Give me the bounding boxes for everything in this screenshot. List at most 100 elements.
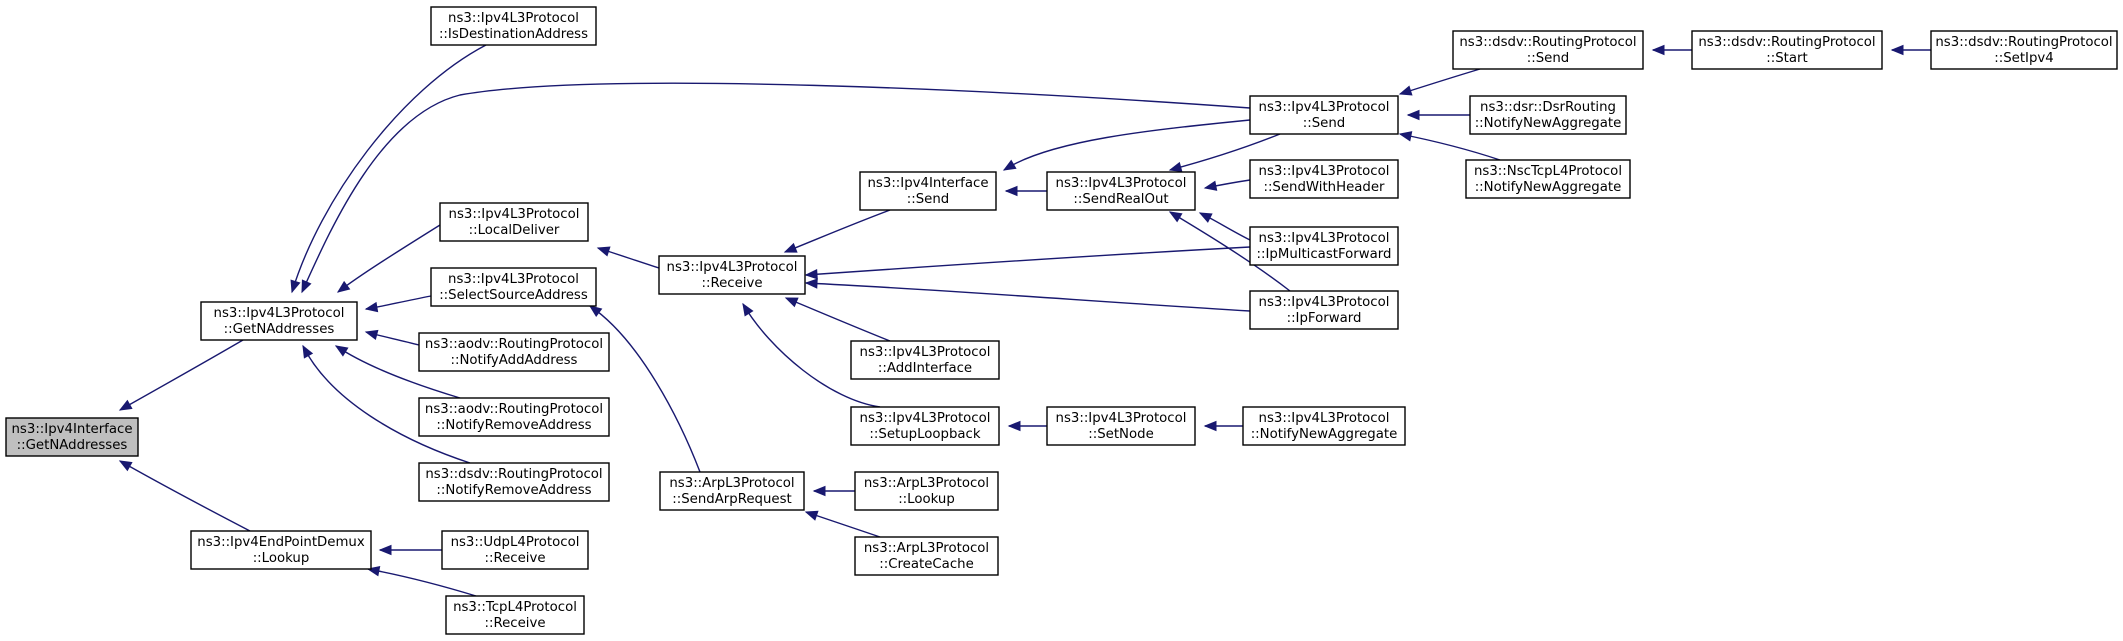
node-label-line2: ::Receive (701, 276, 762, 291)
node-label-line1: ns3::Ipv4Interface (12, 422, 133, 437)
edge-ipfwd-to-sendrealout-arrowhead (1168, 211, 1183, 223)
node-setnode[interactable]: ns3::Ipv4L3Protocol::SetNode (1046, 406, 1196, 446)
node-box (1249, 290, 1399, 330)
node-label-line2: ::NotifyRemoveAddress (436, 483, 591, 498)
node-label-line1: ns3::dsdv::RoutingProtocol (1935, 35, 2112, 50)
edge-ipfwd-to-receive (805, 282, 1251, 312)
node-label-line2: ::AddInterface (878, 361, 972, 376)
node-addif[interactable]: ns3::Ipv4L3Protocol::AddInterface (850, 340, 1000, 380)
node-box (445, 595, 585, 635)
edge-ipfwd-to-sendrealout (1169, 211, 1291, 292)
node-label-line2: ::NotifyAddAddress (451, 353, 578, 368)
node-label-line1: ns3::Ipv4L3Protocol (1056, 411, 1187, 426)
node-label-line1: ns3::aodv::RoutingProtocol (425, 337, 603, 352)
node-box (441, 530, 589, 570)
edge-l3send-to-getn (301, 82, 1251, 293)
node-label-line1: ns3::Ipv4EndPointDemux (197, 535, 365, 550)
node-box (190, 530, 372, 570)
node-label-line1: ns3::UdpL4Protocol (451, 535, 580, 550)
node-label-line2: ::IsDestinationAddress (439, 27, 588, 42)
edge-arplookup-to-arpsend-arrowhead (812, 485, 826, 497)
node-arpcache[interactable]: ns3::ArpL3Protocol::CreateCache (854, 536, 999, 576)
node-ipfwd[interactable]: ns3::Ipv4L3Protocol::IpForward (1249, 290, 1399, 330)
node-box (200, 301, 358, 341)
node-dsdvrem[interactable]: ns3::dsdv::RoutingProtocol::NotifyRemove… (418, 462, 610, 502)
node-label-line1: ns3::Ipv4Interface (868, 176, 989, 191)
node-label-line1: ns3::Ipv4L3Protocol (1259, 164, 1390, 179)
node-box (659, 471, 805, 511)
edge-l3send-to-ifsend (1003, 119, 1251, 171)
node-label-line2: ::NotifyNewAggregate (1475, 180, 1622, 195)
node-label-line1: ns3::Ipv4L3Protocol (214, 306, 345, 321)
node-box (1930, 30, 2118, 70)
edge-ipfwd-to-receive-arrowhead (804, 278, 818, 289)
node-udprecv[interactable]: ns3::UdpL4Protocol::Receive (441, 530, 589, 570)
node-box (1249, 95, 1399, 135)
node-epdemux[interactable]: ns3::Ipv4EndPointDemux::Lookup (190, 530, 372, 570)
node-ifsend[interactable]: ns3::Ipv4Interface::Send (859, 171, 997, 211)
edge-isdest-to-getn-arrowhead (290, 279, 301, 294)
edge-l3send-to-sendrealout-arrowhead (1168, 161, 1183, 173)
edge-arpcache-to-arpsend (805, 511, 881, 538)
node-aodvadd[interactable]: ns3::aodv::RoutingProtocol::NotifyAddAdd… (418, 332, 610, 372)
node-label-line1: ns3::dsr::DsrRouting (1480, 100, 1616, 115)
node-aodvrem[interactable]: ns3::aodv::RoutingProtocol::NotifyRemove… (418, 397, 610, 437)
edge-tcprecv-to-epdemux (367, 568, 477, 597)
node-sendrealout[interactable]: ns3::Ipv4L3Protocol::SendRealOut (1046, 171, 1196, 211)
node-dsrnotify[interactable]: ns3::dsr::DsrRouting::NotifyNewAggregate (1469, 95, 1627, 135)
node-box (1046, 171, 1196, 211)
node-box (1691, 30, 1883, 70)
node-label-line1: ns3::Ipv4L3Protocol (448, 11, 579, 26)
edge-arpcache-to-arpsend-arrowhead (804, 510, 819, 521)
edge-getn-to-root (119, 339, 244, 411)
node-tcprecv[interactable]: ns3::TcpL4Protocol::Receive (445, 595, 585, 635)
node-arpsend[interactable]: ns3::ArpL3Protocol::SendArpRequest (659, 471, 805, 511)
node-label-line1: ns3::TcpL4Protocol (453, 600, 577, 615)
node-label-line2: ::GetNAddresses (17, 438, 128, 453)
edge-dsdvrem-to-getn (302, 345, 471, 464)
node-box (1452, 30, 1644, 70)
node-getn[interactable]: ns3::Ipv4L3Protocol::GetNAddresses (200, 301, 358, 341)
edges-layer (118, 44, 1931, 597)
node-arplookup[interactable]: ns3::ArpL3Protocol::Lookup (854, 471, 999, 511)
edge-nscnotify-to-l3send (1399, 133, 1501, 161)
node-label-line2: ::LocalDeliver (469, 223, 560, 238)
edge-epdemux-to-root (119, 460, 251, 532)
edge-mcast-to-sendrealout-arrowhead (1198, 212, 1213, 223)
node-localdeliver[interactable]: ns3::Ipv4L3Protocol::LocalDeliver (439, 202, 589, 242)
node-nscnotify[interactable]: ns3::NscTcpL4Protocol::NotifyNewAggregat… (1465, 159, 1631, 199)
node-label-line1: ns3::Ipv4L3Protocol (1259, 411, 1390, 426)
node-box (439, 202, 589, 242)
node-setuplo[interactable]: ns3::Ipv4L3Protocol::SetupLoopback (850, 406, 1000, 446)
node-dsdvstart[interactable]: ns3::dsdv::RoutingProtocol::Start (1691, 30, 1883, 70)
node-mcast[interactable]: ns3::Ipv4L3Protocol::IpMulticastForward (1249, 226, 1399, 266)
edge-setuplo-to-receive (742, 303, 881, 408)
node-isdest[interactable]: ns3::Ipv4L3Protocol::IsDestinationAddres… (430, 6, 597, 46)
node-sendhdr[interactable]: ns3::Ipv4L3Protocol::SendWithHeader (1249, 159, 1399, 199)
node-label-line1: ns3::dsdv::RoutingProtocol (1459, 35, 1636, 50)
node-box (418, 332, 610, 372)
node-box (850, 406, 1000, 446)
node-notifyagg1[interactable]: ns3::Ipv4L3Protocol::NotifyNewAggregate (1242, 406, 1406, 446)
edge-nscnotify-to-l3send-arrowhead (1398, 131, 1413, 142)
edge-dsdvsend-to-l3send (1399, 68, 1481, 95)
node-root[interactable]: ns3::Ipv4Interface::GetNAddresses (5, 417, 139, 457)
node-label-line1: ns3::ArpL3Protocol (864, 541, 989, 556)
node-selectsrc[interactable]: ns3::Ipv4L3Protocol::SelectSourceAddress (430, 267, 597, 307)
node-box (1242, 406, 1406, 446)
node-l3send[interactable]: ns3::Ipv4L3Protocol::Send (1249, 95, 1399, 135)
nodes-layer: ns3::Ipv4Interface::GetNAddressesns3::Ip… (5, 6, 2118, 635)
edge-addif-to-receive-arrowhead (784, 297, 799, 308)
edge-ifsend-to-receive (784, 209, 891, 253)
node-label-line1: ns3::Ipv4L3Protocol (1056, 176, 1187, 191)
node-label-line1: ns3::dsdv::RoutingProtocol (425, 467, 602, 482)
node-dsdvsetipv4[interactable]: ns3::dsdv::RoutingProtocol::SetIpv4 (1930, 30, 2118, 70)
node-box (1046, 406, 1196, 446)
edge-addif-to-receive (785, 297, 891, 342)
node-label-line2: ::NotifyNewAggregate (1251, 427, 1398, 442)
node-box (418, 397, 610, 437)
node-receive[interactable]: ns3::Ipv4L3Protocol::Receive (658, 255, 806, 295)
edge-getn-to-root-arrowhead (118, 399, 133, 411)
node-dsdvsend[interactable]: ns3::dsdv::RoutingProtocol::Send (1452, 30, 1644, 70)
